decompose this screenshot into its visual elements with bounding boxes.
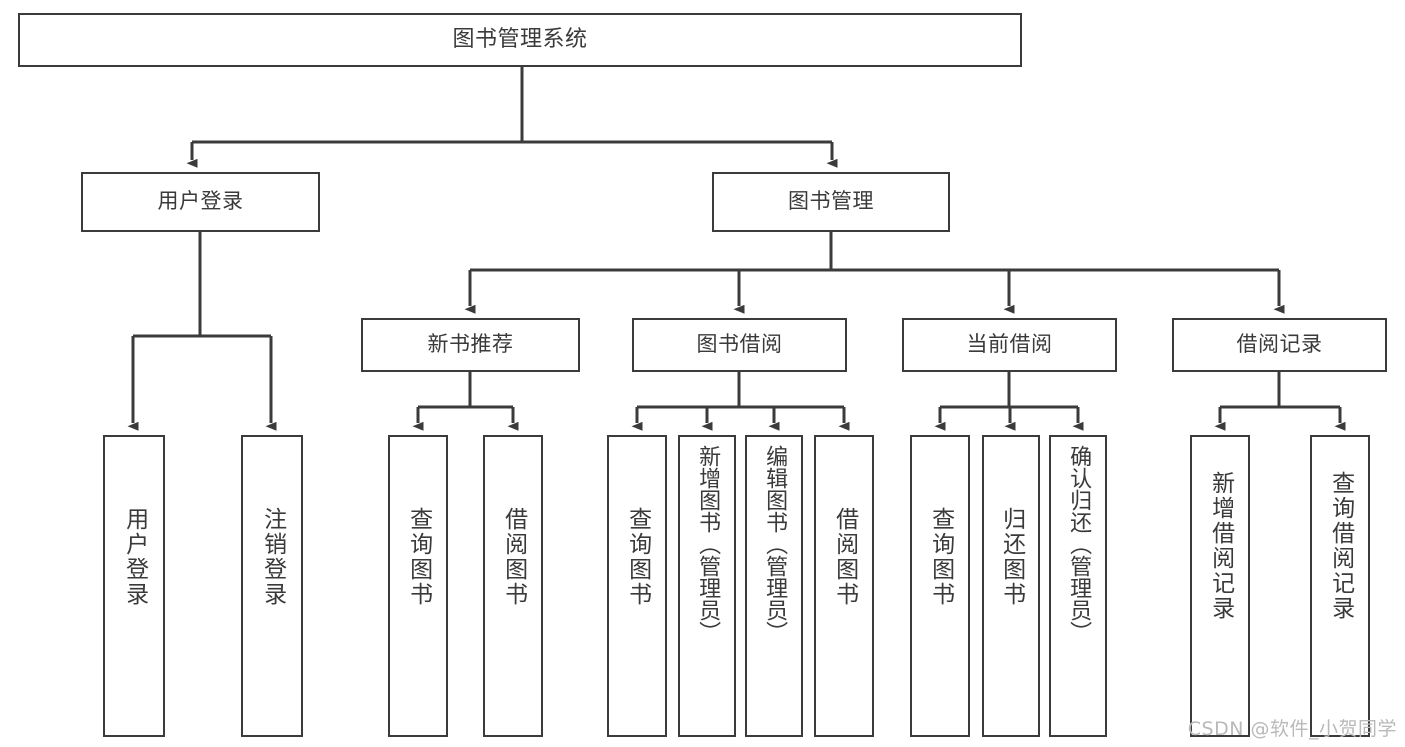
leaf-label: 用户登录	[121, 507, 148, 607]
node-new-book-recommend[interactable]: 新书推荐	[361, 318, 580, 372]
leaf-edit-book-admin[interactable]: 编辑图书（管理员）	[745, 435, 803, 737]
leaf-query-book-borrow[interactable]: 查询图书	[607, 435, 667, 737]
leaf-label: 借阅图书	[831, 507, 858, 607]
leaf-query-book-recommend[interactable]: 查询图书	[388, 435, 448, 737]
leaf-logout-login[interactable]: 注销登录	[241, 435, 303, 737]
leaf-label: 确认归还（管理员）	[1066, 445, 1092, 643]
leaf-label: 借阅图书	[500, 507, 527, 607]
leaf-label: 查询图书	[624, 507, 651, 607]
leaf-label: 查询图书	[927, 507, 954, 607]
leaf-confirm-return-admin[interactable]: 确认归还（管理员）	[1049, 435, 1107, 737]
leaf-query-book-current[interactable]: 查询图书	[910, 435, 970, 737]
leaf-add-borrow-record[interactable]: 新增借阅记录	[1190, 435, 1250, 737]
leaf-label: 查询图书	[405, 507, 432, 607]
node-book-manage[interactable]: 图书管理	[712, 172, 950, 232]
leaf-label: 新增借阅记录	[1207, 471, 1234, 621]
node-user-login[interactable]: 用户登录	[81, 172, 320, 232]
leaf-add-book-admin[interactable]: 新增图书（管理员）	[678, 435, 736, 737]
leaf-user-login[interactable]: 用户登录	[103, 435, 165, 737]
leaf-label: 新增图书（管理员）	[695, 445, 721, 643]
node-book-borrow[interactable]: 图书借阅	[632, 318, 847, 372]
leaf-return-book[interactable]: 归还图书	[982, 435, 1040, 737]
leaf-borrow-book[interactable]: 借阅图书	[814, 435, 874, 737]
leaf-label: 编辑图书（管理员）	[762, 445, 788, 643]
node-current-borrow[interactable]: 当前借阅	[902, 318, 1117, 372]
node-root[interactable]: 图书管理系统	[18, 13, 1022, 67]
node-borrow-record[interactable]: 借阅记录	[1172, 318, 1387, 372]
leaf-label: 查询借阅记录	[1327, 471, 1354, 621]
leaf-label: 归还图书	[998, 507, 1025, 607]
watermark-text: CSDN @软件_小贺同学	[1187, 718, 1397, 740]
leaf-borrow-book-recommend[interactable]: 借阅图书	[483, 435, 543, 737]
leaf-label: 注销登录	[259, 507, 286, 607]
leaf-query-borrow-record[interactable]: 查询借阅记录	[1310, 435, 1370, 737]
